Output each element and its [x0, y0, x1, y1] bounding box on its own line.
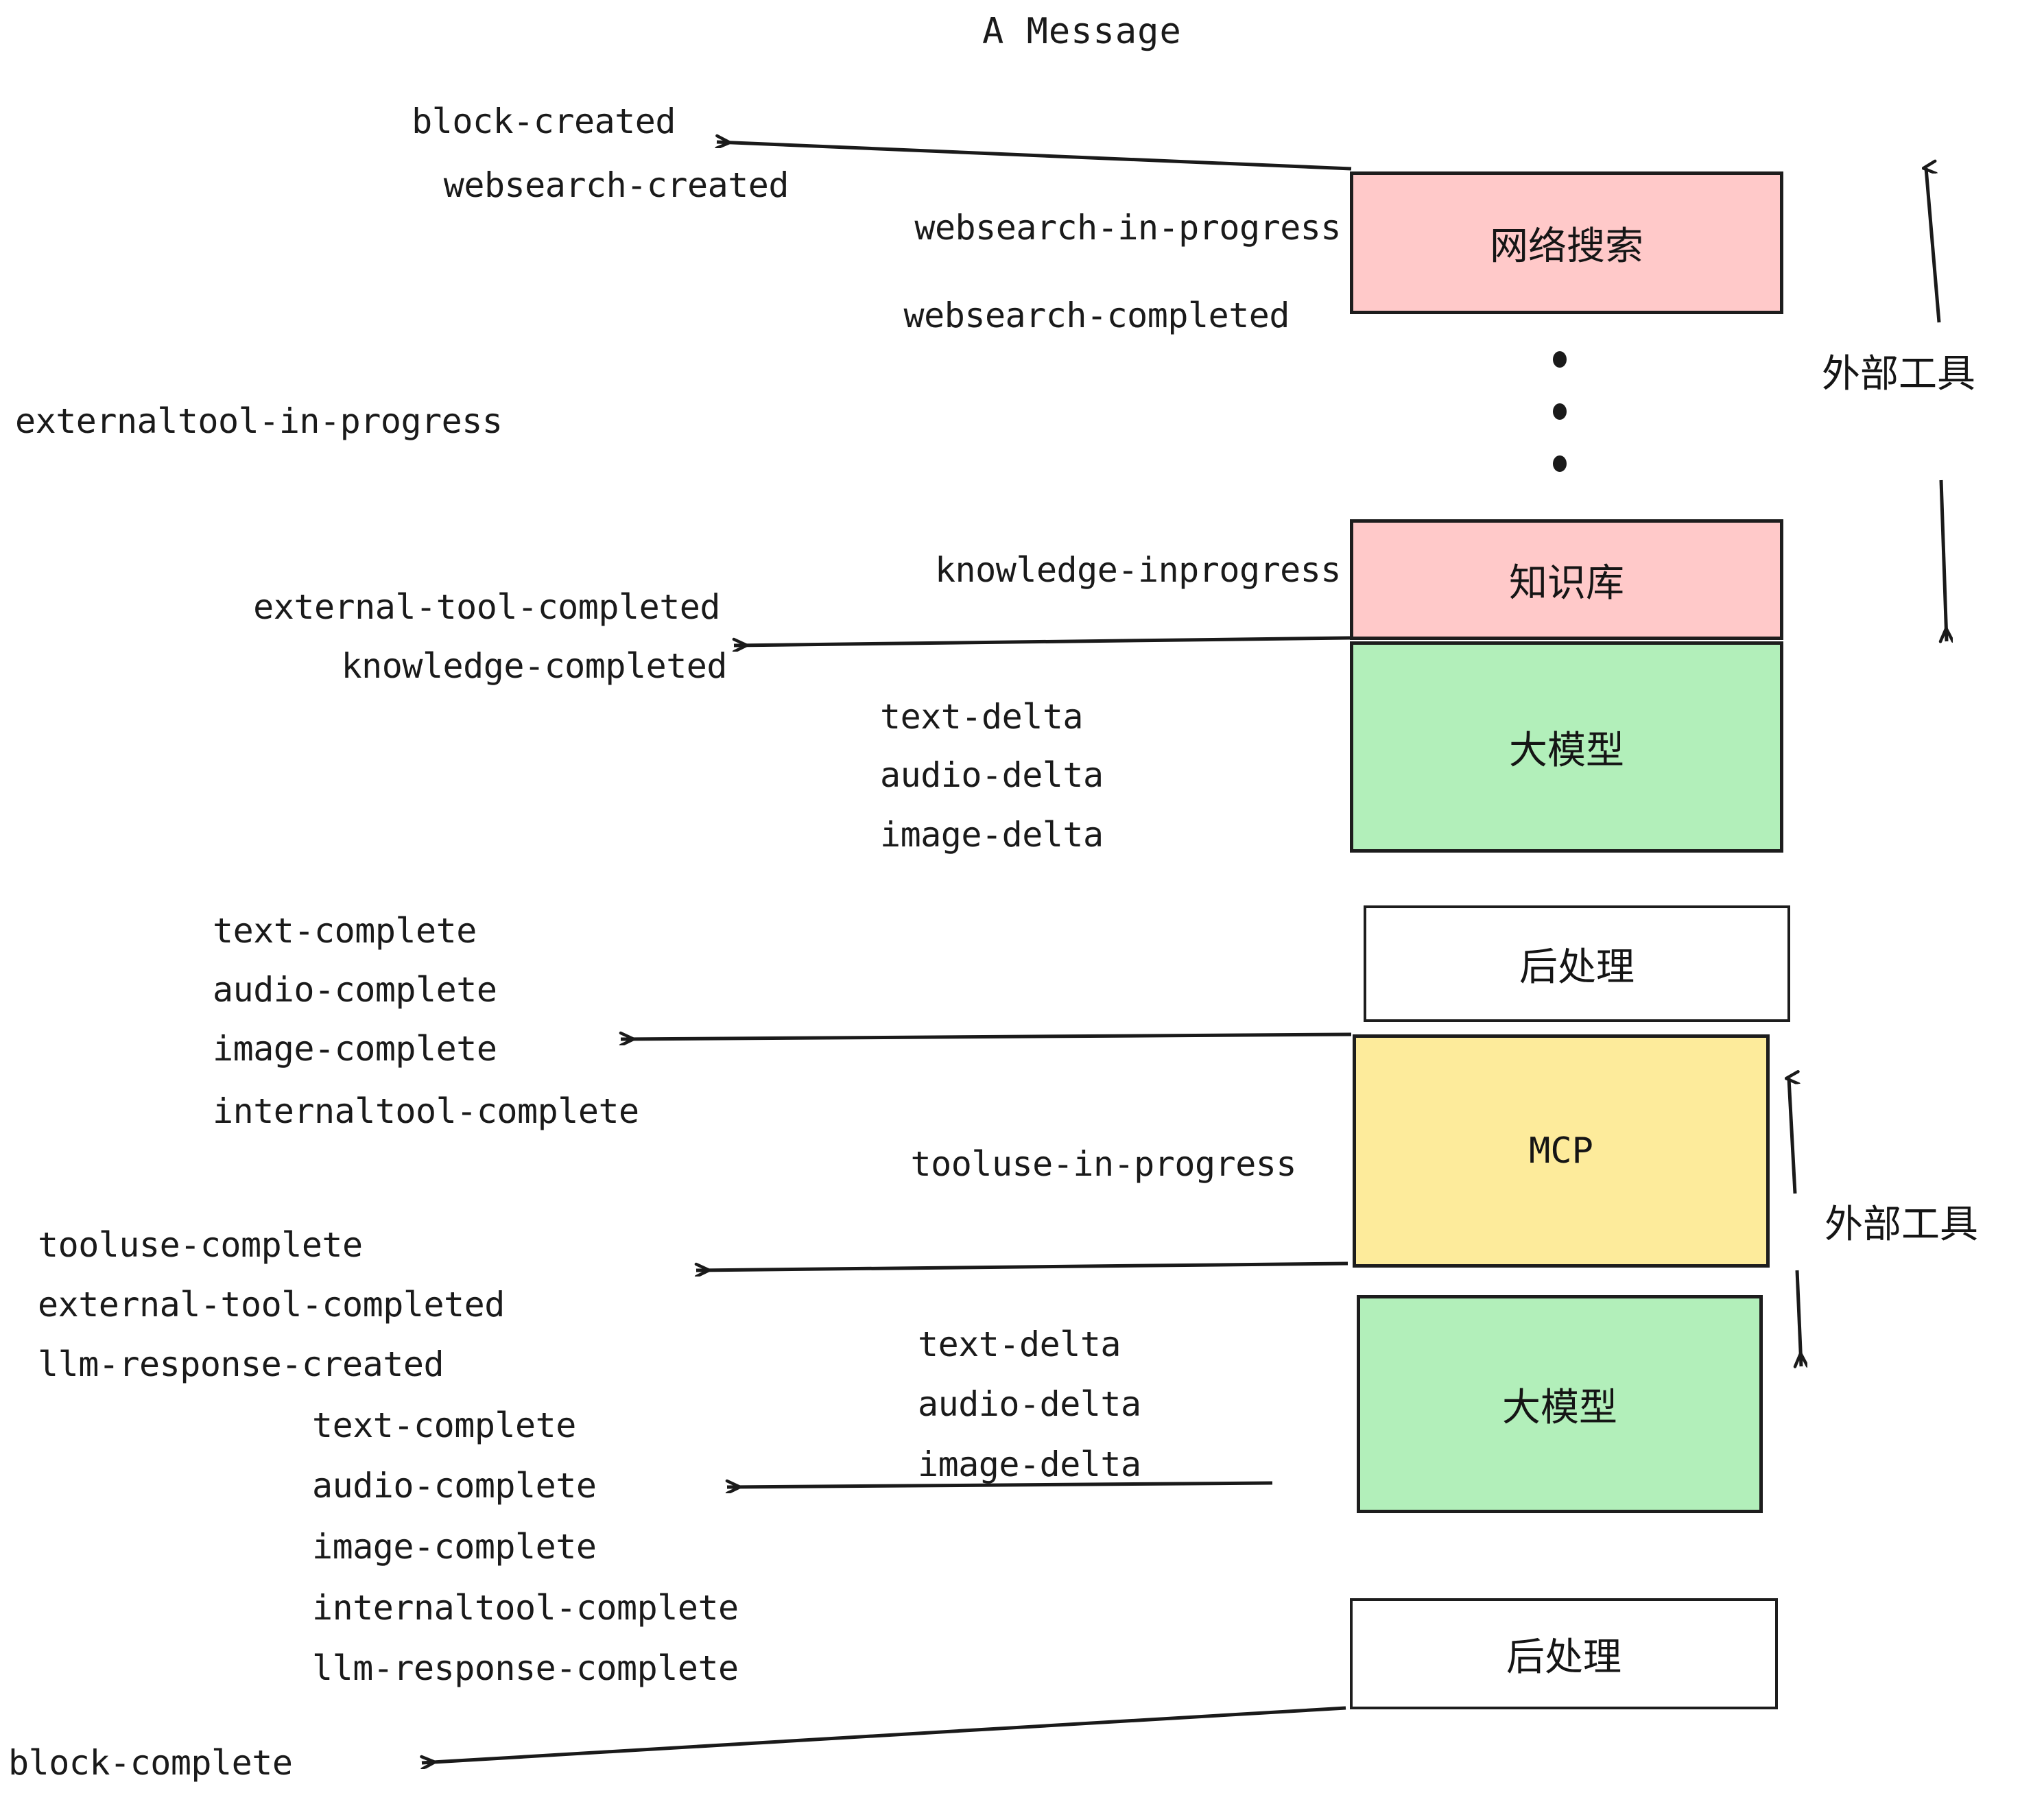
- event-tooluse-complete: tooluse-complete: [38, 1225, 363, 1265]
- arrow-external-tool-up-mcp: [1789, 1078, 1795, 1194]
- event-text-complete-1: text-complete: [213, 911, 477, 951]
- event-image-complete-1: image-complete: [213, 1029, 497, 1069]
- event-text-delta-2: text-delta: [918, 1325, 1121, 1364]
- event-audio-delta-2: audio-delta: [918, 1384, 1141, 1424]
- node-postprocess-1[interactable]: 后处理: [1364, 905, 1790, 1022]
- event-image-delta-2: image-delta: [918, 1445, 1141, 1484]
- node-postprocess-1-label: 后处理: [1519, 945, 1635, 990]
- arrow-postprocess1-to-image-complete: [621, 1034, 1352, 1039]
- node-mcp-label: MCP: [1529, 1130, 1593, 1172]
- side-label-external-tool-mcp: 外部工具: [1825, 1202, 1978, 1247]
- node-knowledge-label: 知识库: [1509, 560, 1624, 606]
- event-externaltool-in-progress: externaltool-in-progress: [15, 401, 503, 441]
- event-block-created: block-created: [412, 102, 676, 141]
- node-websearch-label: 网络搜索: [1490, 224, 1643, 269]
- event-text-delta-1: text-delta: [880, 697, 1084, 737]
- event-tooluse-in-progress: tooluse-in-progress: [910, 1144, 1297, 1184]
- event-audio-delta-1: audio-delta: [880, 755, 1104, 795]
- ellipsis-dot-2: [1553, 403, 1567, 420]
- event-audio-complete-2: audio-complete: [312, 1466, 597, 1506]
- event-websearch-in-progress: websearch-in-progress: [914, 208, 1341, 248]
- ellipsis-dot-1: [1553, 351, 1567, 368]
- event-external-tool-completed-1: external-tool-completed: [253, 587, 720, 627]
- event-external-tool-completed-2: external-tool-completed: [38, 1285, 505, 1325]
- event-llm-response-complete: llm-response-complete: [312, 1648, 739, 1688]
- event-block-complete: block-complete: [8, 1743, 293, 1783]
- node-llm-1-label: 大模型: [1509, 728, 1624, 773]
- node-postprocess-2[interactable]: 后处理: [1350, 1598, 1778, 1709]
- arrow-external-tool-up-top: [1926, 168, 1941, 323]
- arrow-mcp-to-tooluse-complete: [696, 1261, 1348, 1270]
- node-llm-2[interactable]: 大模型: [1357, 1295, 1763, 1513]
- node-websearch[interactable]: 网络搜索: [1350, 171, 1783, 314]
- event-text-complete-2: text-complete: [312, 1405, 576, 1445]
- event-websearch-created: websearch-created: [443, 165, 789, 205]
- node-knowledge[interactable]: 知识库: [1350, 519, 1783, 640]
- arrow-knowledge-to-completed: [734, 636, 1351, 645]
- event-image-delta-1: image-delta: [880, 815, 1104, 855]
- event-knowledge-completed: knowledge-completed: [341, 646, 728, 686]
- node-llm-1[interactable]: 大模型: [1350, 641, 1783, 853]
- arrow-external-tool-down-mcp: [1797, 1270, 1801, 1366]
- event-websearch-completed: websearch-completed: [903, 296, 1290, 335]
- node-postprocess-2-label: 后处理: [1506, 1635, 1621, 1680]
- arrow-postprocess2-to-block-complete: [422, 1706, 1346, 1763]
- event-internaltool-complete-2: internaltool-complete: [312, 1588, 739, 1628]
- event-image-complete-2: image-complete: [312, 1527, 597, 1567]
- event-llm-response-created: llm-response-created: [38, 1344, 444, 1384]
- event-knowledge-inprogress: knowledge-inprogress: [934, 550, 1342, 590]
- event-internaltool-complete-1: internaltool-complete: [213, 1091, 639, 1131]
- diagram-title: A Message: [982, 11, 1182, 52]
- ellipsis-dot-3: [1553, 455, 1567, 472]
- node-mcp[interactable]: MCP: [1353, 1034, 1770, 1268]
- arrow-websearch-to-block-created: [717, 142, 1352, 171]
- event-audio-complete-1: audio-complete: [213, 970, 497, 1010]
- node-llm-2-label: 大模型: [1502, 1385, 1617, 1430]
- side-label-external-tool-top: 外部工具: [1822, 352, 1975, 396]
- arrow-external-tool-down-top: [1941, 479, 1947, 641]
